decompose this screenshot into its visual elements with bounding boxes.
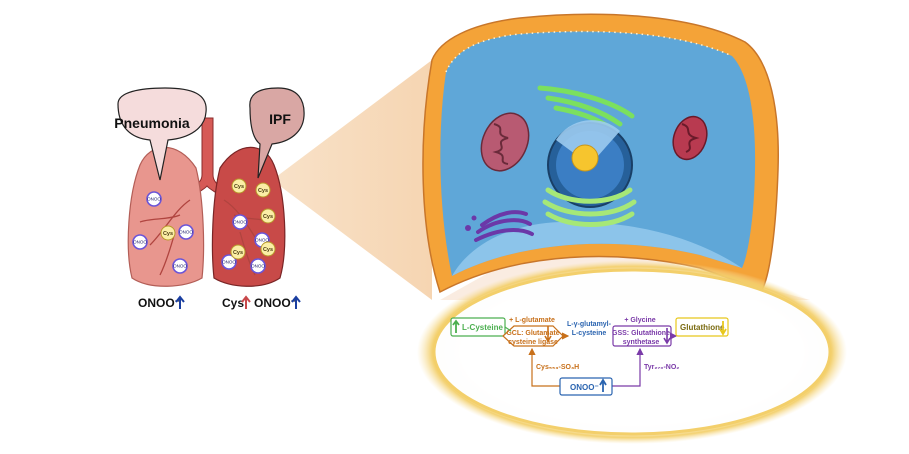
pathway-zoom <box>417 260 847 444</box>
cys-badge-label: Cys <box>163 231 173 237</box>
glutathione-box <box>675 317 729 337</box>
pathway-diagram: L-Cysteine + L-glutamate GCL: Glutamate … <box>450 317 729 396</box>
onoo-badge-label: ONOO <box>233 220 247 225</box>
onoo-badge-label: ONOO <box>222 260 236 265</box>
onoo-badge <box>250 258 266 274</box>
intermediate-line2: L-cysteine <box>572 330 607 337</box>
onoo-badge-label: ONOO <box>255 238 269 243</box>
left-caption: ONOO⁻ <box>138 296 181 310</box>
onoo-badge-label: ONOO <box>133 240 147 245</box>
ipf-bubble <box>249 87 305 179</box>
onoo-to-gss-line <box>612 347 644 387</box>
onoo-badge-label: ONOO <box>179 230 193 235</box>
arrow-up-blue-left <box>175 295 185 309</box>
onoo-badge-label: ONOO <box>147 197 161 202</box>
cell-membrane-dots <box>445 30 733 73</box>
mitochondrion-left <box>480 112 530 172</box>
plus-glutamate-label: + L-glutamate <box>509 317 555 324</box>
cys-badge <box>231 178 247 194</box>
onoo-badge-label: ONOO <box>251 264 265 269</box>
onoo-badge <box>146 191 162 207</box>
cys-badge <box>160 225 176 241</box>
onoo-to-gcl-line <box>528 347 560 387</box>
cell-illustration <box>422 13 779 294</box>
plus-glycine-label: + Glycine <box>624 317 655 324</box>
tyr-modification-label: Tyr₂₇₀-NO₂ <box>644 364 679 371</box>
arrow-up-red <box>241 295 251 309</box>
cys-badge-label: Cys <box>263 214 273 220</box>
vesicle <box>471 215 477 221</box>
cys-modification-label: Cys₅₅₃-SO₃H <box>536 364 579 371</box>
lungs-illustration: Pneumonia IPF ONOOONOOONOOONOOONOOONOOON… <box>114 87 305 310</box>
right-caption-cys: Cys <box>222 296 244 310</box>
rough-er-purple <box>474 210 534 242</box>
cys-badge <box>230 244 246 260</box>
l-cysteine-arrow-icon <box>452 319 460 333</box>
cys-badge-label: Cys <box>234 184 244 190</box>
onoo-box <box>559 377 613 396</box>
onoo-badge <box>172 258 188 274</box>
pneumonia-bubble <box>117 87 207 181</box>
badges-group: ONOOONOOONOOONOOONOOONOOONOOONOOCysCysCy… <box>132 178 276 274</box>
pneumonia-label: Pneumonia <box>114 115 190 131</box>
cys-badge-label: Cys <box>233 250 243 256</box>
gcl-line2: cysteine ligase <box>508 339 558 346</box>
cys-badge <box>260 241 276 257</box>
onoo-badge <box>178 224 194 240</box>
onoo-badge <box>232 214 248 230</box>
left-lung <box>127 146 205 287</box>
onoo-box-label: ONOO⁻ <box>570 383 599 392</box>
gss-down-arrow-icon <box>663 328 671 345</box>
cys-badge <box>260 208 276 224</box>
gcl-line1: GCL: Glutamate <box>506 330 559 337</box>
gss-line2: synthetase <box>623 339 660 346</box>
onoo-badge-label: ONOO <box>173 264 187 269</box>
glutathione-label: Glutathione <box>680 323 725 332</box>
gcl-down-arrow-icon <box>544 326 552 343</box>
intermediate-line1: L-γ-glutamyl- <box>567 321 612 328</box>
onoo-up-arrow-icon <box>599 378 607 392</box>
zoom-beam <box>272 60 432 300</box>
onoo-badge <box>221 254 237 270</box>
nucleus <box>547 120 633 208</box>
l-cysteine-label: L-Cysteine <box>462 323 503 332</box>
glutathione-down-arrow-icon <box>719 321 727 336</box>
cys-badge-label: Cys <box>263 247 273 253</box>
nucleolus <box>571 144 599 172</box>
cytoplasm-floor <box>452 221 742 276</box>
right-caption-onoo: ONOO⁻ <box>254 296 297 310</box>
vesicle <box>465 225 471 231</box>
golgi-apparatus <box>542 187 637 227</box>
arrow-up-blue-right <box>291 295 301 309</box>
onoo-badge <box>132 234 148 250</box>
cys-badge-label: Cys <box>258 188 268 194</box>
pathway-bg <box>432 268 832 436</box>
gss-line1: GSS: Glutathione <box>612 330 670 337</box>
cys-badge <box>255 182 271 198</box>
ipf-label: IPF <box>269 111 291 127</box>
mitochondrion-right <box>672 115 708 161</box>
cysteine-to-gcl-arrow <box>504 326 512 332</box>
